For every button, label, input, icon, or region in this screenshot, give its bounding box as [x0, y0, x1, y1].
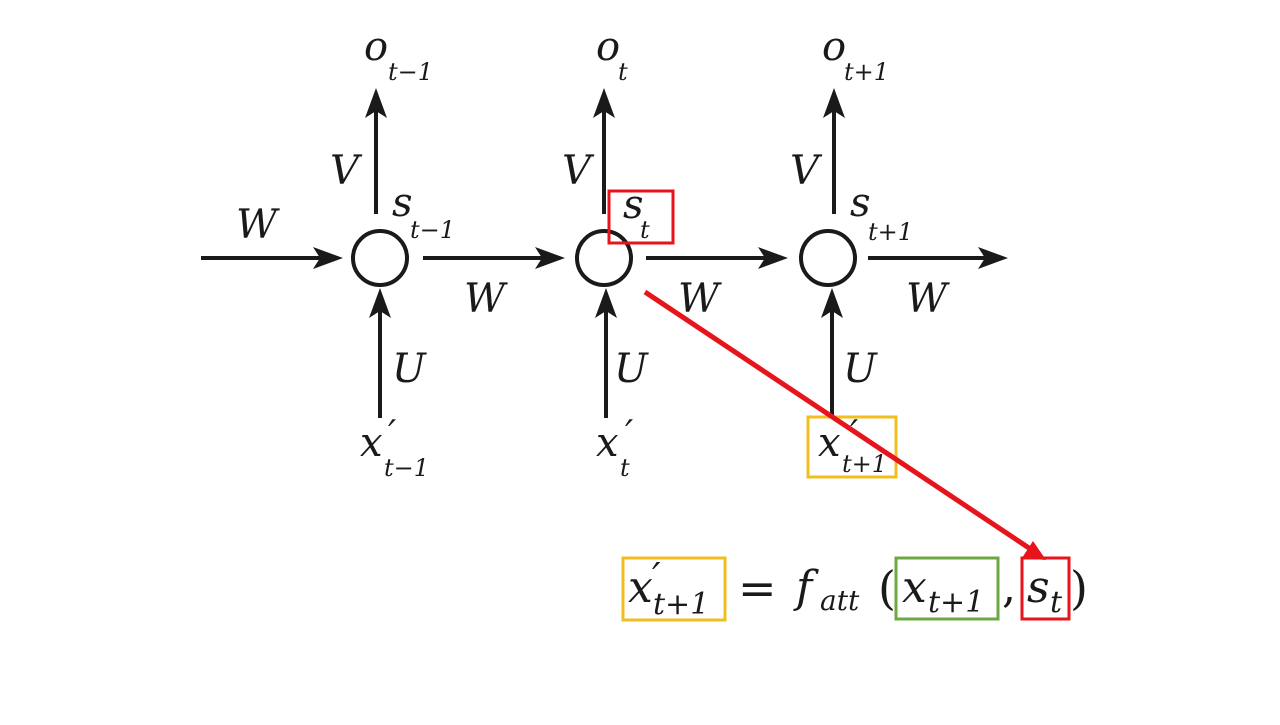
formula-box-lhs	[621, 556, 727, 622]
arrowhead-v-t	[593, 88, 615, 118]
input-label-tp1: x ′ t+1	[818, 414, 887, 478]
label-x-prime: ′	[625, 414, 633, 455]
label-w-input: W	[236, 202, 280, 248]
output-label-t: o t	[596, 24, 628, 86]
label-v-tm1: V	[330, 148, 363, 194]
label-u-tp1: U	[843, 346, 878, 392]
label-x: x	[596, 420, 619, 466]
formula-lhs-x: x	[628, 562, 653, 613]
state-label-t: s t	[623, 182, 650, 244]
label-o-sub: t+1	[844, 58, 889, 86]
node-s-tm1	[351, 229, 409, 287]
label-s: s	[850, 180, 871, 226]
arrowhead-u-tm1	[369, 288, 391, 318]
formula-arg1-x: x	[902, 562, 927, 613]
arrowhead-u-t	[595, 288, 617, 318]
formula-arg2-sub: t	[1050, 585, 1063, 620]
label-x-sub: t	[620, 454, 630, 482]
node-s-tp1	[799, 229, 857, 287]
label-s: s	[623, 182, 644, 228]
label-v-t: V	[562, 148, 595, 194]
label-w-output: W	[906, 276, 950, 322]
label-x-sub: t−1	[384, 454, 429, 482]
arrowhead-v-tp1	[823, 88, 845, 118]
label-s-sub: t+1	[868, 218, 913, 246]
label-u-t: U	[614, 346, 649, 392]
formula-comma: ,	[1002, 562, 1016, 613]
formula-lhs-sub: t+1	[653, 587, 709, 622]
formula-func-sub: att	[820, 584, 860, 617]
output-label-tm1: o t−1	[364, 24, 433, 86]
state-label-tm1: s t−1	[392, 180, 455, 244]
highlight-box-x-prime-tp1	[806, 415, 898, 479]
input-label-tm1: x ′ t−1	[360, 414, 429, 482]
label-o: o	[364, 24, 388, 70]
arrowhead-w-output	[978, 247, 1008, 269]
arrowhead-v-tm1	[365, 88, 387, 118]
state-label-tp1: s t+1	[850, 180, 913, 246]
attention-arrowhead	[1022, 541, 1046, 560]
output-label-tp1: o t+1	[822, 24, 889, 86]
label-o-sub: t−1	[388, 58, 433, 86]
label-x-prime: ′	[850, 414, 858, 455]
output-arrows	[365, 88, 845, 214]
input-arrows	[369, 288, 843, 418]
label-x: x	[360, 420, 383, 466]
formula-func: f	[793, 562, 819, 613]
label-s-sub: t	[640, 216, 650, 244]
arrowhead-u-tp1	[821, 288, 843, 318]
attention-arrow	[643, 289, 1037, 555]
label-x: x	[818, 420, 841, 466]
arrowhead-w-tm1-to-t	[535, 247, 565, 269]
formula-equals: =	[738, 561, 777, 615]
label-s: s	[392, 180, 413, 226]
formula-lhs-prime: ′	[652, 555, 661, 599]
label-x-sub: t+1	[842, 450, 887, 478]
input-label-t: x ′ t	[596, 414, 633, 482]
recurrent-arrows	[201, 247, 1008, 269]
formula-arg1-sub: t+1	[928, 585, 984, 620]
attention-formula: x ′ t+1 = f att ( x t+1 , s t )	[621, 555, 1088, 622]
formula-arg2-s: s	[1027, 562, 1050, 613]
label-o: o	[822, 24, 846, 70]
label-v-tp1: V	[790, 148, 823, 194]
label-o: o	[596, 24, 620, 70]
arrowhead-w-t-to-tp1	[758, 247, 788, 269]
hidden-nodes	[351, 229, 857, 287]
label-x-prime: ′	[388, 414, 396, 455]
formula-close-paren: )	[1070, 561, 1088, 615]
arrowhead-input-w	[313, 247, 343, 269]
label-w-tm1-t: W	[464, 276, 508, 322]
label-o-sub: t	[618, 58, 628, 86]
node-s-t	[575, 229, 633, 287]
label-s-sub: t−1	[410, 216, 455, 244]
label-w-t-tp1: W	[678, 276, 722, 322]
formula-box-arg1	[894, 556, 1000, 621]
formula-box-arg2	[1020, 556, 1071, 621]
highlight-box-s-t	[607, 189, 675, 245]
label-u-tm1: U	[392, 346, 427, 392]
formula-open-paren: (	[878, 561, 896, 615]
